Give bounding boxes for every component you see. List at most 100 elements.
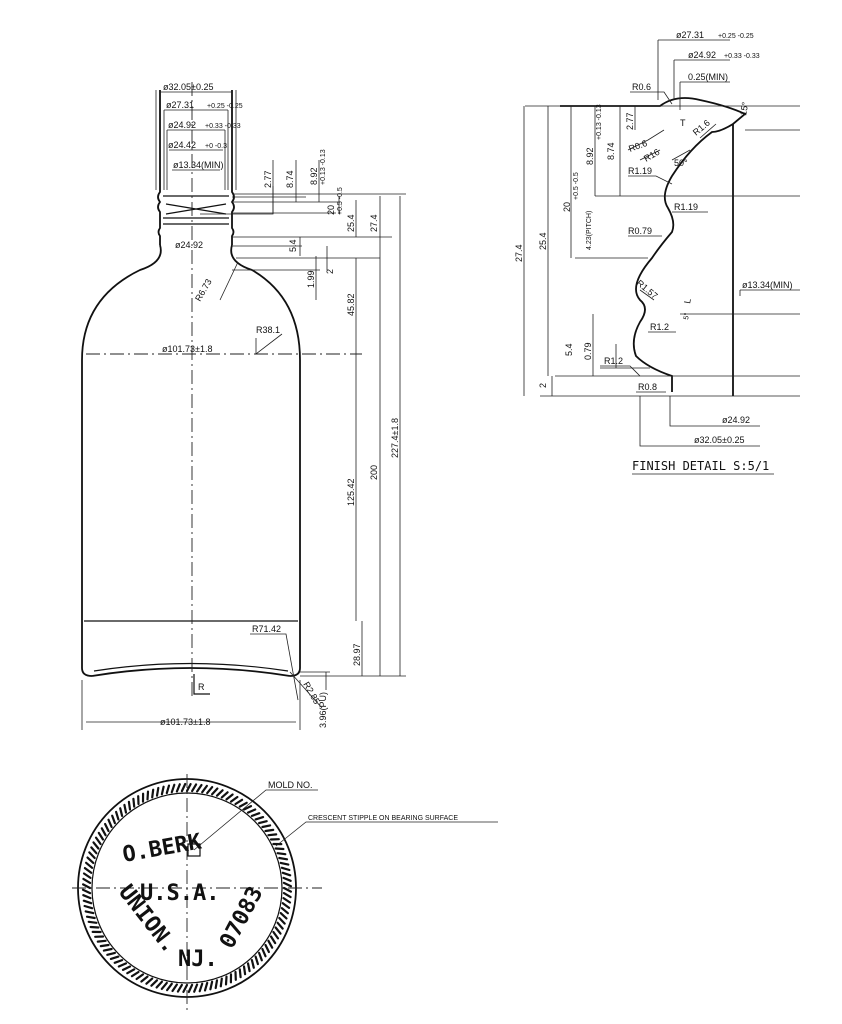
stipple-mark (180, 782, 187, 793)
finish-radius-119a: R1.19 (628, 166, 652, 176)
stipple-mark (99, 943, 110, 948)
finish-radius-08: R0.8 (638, 382, 657, 392)
stipple-mark (88, 851, 96, 860)
dim-2897: 28.97 (352, 643, 362, 666)
neck-diameter-boxes (155, 90, 237, 190)
stipple-mark (201, 784, 208, 794)
neck-bead-diameter: ø24.42 (168, 140, 196, 150)
finish-radius-12a: R1.2 (650, 322, 669, 332)
finish-t-mark: T (680, 118, 686, 128)
stipple-mark (238, 968, 242, 979)
stipple-mark (214, 979, 219, 990)
dim-874: 8.74 (285, 170, 295, 188)
emboss-right-text: 07083 (215, 883, 268, 953)
stipple-mark (103, 822, 110, 833)
dim-274: 27.4 (369, 214, 379, 232)
stipple-mark (114, 810, 120, 821)
radius-673: R6.73 (193, 277, 214, 303)
stipple-mark (254, 815, 265, 821)
neck-root-tolerance: +0.33 -0.33 (205, 123, 241, 130)
crescent-stipple-ring (81, 782, 293, 994)
neck-bore-diameter: ø13.34(MIN) (173, 160, 224, 170)
stipple-mark (96, 939, 107, 943)
stipple-mark (242, 804, 253, 811)
dim-54: 5.4 (288, 239, 298, 252)
finish-radius-119b: R1.19 (674, 202, 698, 212)
stipple-mark (224, 975, 228, 986)
finish-profile-outline (560, 97, 747, 392)
stipple-mark (198, 982, 204, 993)
stipple-mark (117, 962, 128, 968)
stipple-mark (119, 807, 124, 818)
stipple-leader (275, 821, 498, 847)
stipple-mark (155, 786, 160, 797)
stipple-mark (130, 970, 140, 978)
stipple-mark (109, 955, 120, 961)
stipple-mark (282, 881, 293, 888)
stipple-mark (85, 915, 96, 920)
stipple-mark (83, 904, 94, 910)
neck-thread-diameter: ø27.31 (166, 100, 194, 110)
stipple-mark (220, 791, 229, 799)
base-diameter-line (81, 680, 301, 730)
stipple-mark (100, 827, 107, 837)
stipple-mark (282, 876, 292, 882)
stipple-mark (274, 926, 282, 935)
stipple-mark (90, 846, 98, 855)
stipple-mark (280, 907, 289, 915)
stipple-mark (274, 847, 285, 851)
stipple-mark (111, 814, 117, 825)
stipple-mark (211, 787, 219, 796)
stipple-mark (281, 871, 292, 877)
neck-thread-tolerance: +0.25 -0.25 (207, 103, 243, 110)
stipple-mark (250, 812, 261, 818)
stipple-mark (127, 800, 132, 811)
finish-detail-caption: FINISH DETAIL S:5/1 (632, 459, 769, 473)
base-mark-box (193, 674, 210, 695)
neck-thread-lines (163, 195, 229, 225)
base-center-lines (72, 774, 322, 1010)
body-diameter: ø101.73±1.8 (162, 344, 212, 354)
dim-2274: 227.4±1.8 (390, 418, 400, 458)
stipple-mark (225, 793, 234, 801)
stipple-mark (246, 962, 251, 973)
stipple-mark (185, 782, 192, 793)
stipple-mark (258, 951, 263, 962)
stipple-mark (234, 798, 244, 806)
stipple-mark (279, 911, 288, 920)
height-dimension-lines (272, 160, 401, 676)
stipple-mark (242, 965, 247, 976)
finish-dim-892: 8.92 (585, 147, 595, 165)
finish-angle-15: 15° (738, 101, 750, 117)
stipple-mark (170, 783, 176, 794)
stipple-mark (269, 935, 277, 945)
neck-bead-tolerance: +0 -0.3 (205, 143, 227, 150)
stipple-mark (150, 979, 159, 987)
stipple-mark (89, 925, 100, 929)
stipple-mark (191, 783, 198, 793)
stipple-mark (276, 921, 284, 930)
finish-dim-277: 2.77 (625, 112, 635, 130)
stipple-mark (94, 836, 102, 846)
mold-label: MOLD NO. (268, 780, 313, 790)
mold-leader (193, 789, 318, 851)
stipple-mark (171, 983, 178, 993)
stipple-mark (123, 803, 128, 814)
dim-2: 2 (325, 269, 335, 274)
finish-dim-874: 8.74 (606, 142, 616, 160)
stipple-mark (193, 983, 199, 993)
finish-root-tolerance: +0.33 -0.33 (724, 53, 760, 60)
base-r-mark: R (198, 682, 205, 692)
base-push-up (93, 662, 289, 672)
stipple-mark (86, 856, 95, 865)
bottle-elevation-view: R ø32.05±0.25 ø27.31 +0.25 -0.25 ø24.92 … (81, 82, 406, 730)
stipple-mark (250, 958, 255, 969)
stipple-mark (84, 861, 94, 869)
finish-thread-diameter: ø27.31 (676, 30, 704, 40)
stipple-mark (132, 797, 136, 808)
stipple-mark (203, 981, 209, 992)
emboss-bottom-text: NJ. (178, 947, 218, 972)
finish-dim-20: 20 (562, 202, 572, 212)
stipple-mark (278, 916, 286, 925)
